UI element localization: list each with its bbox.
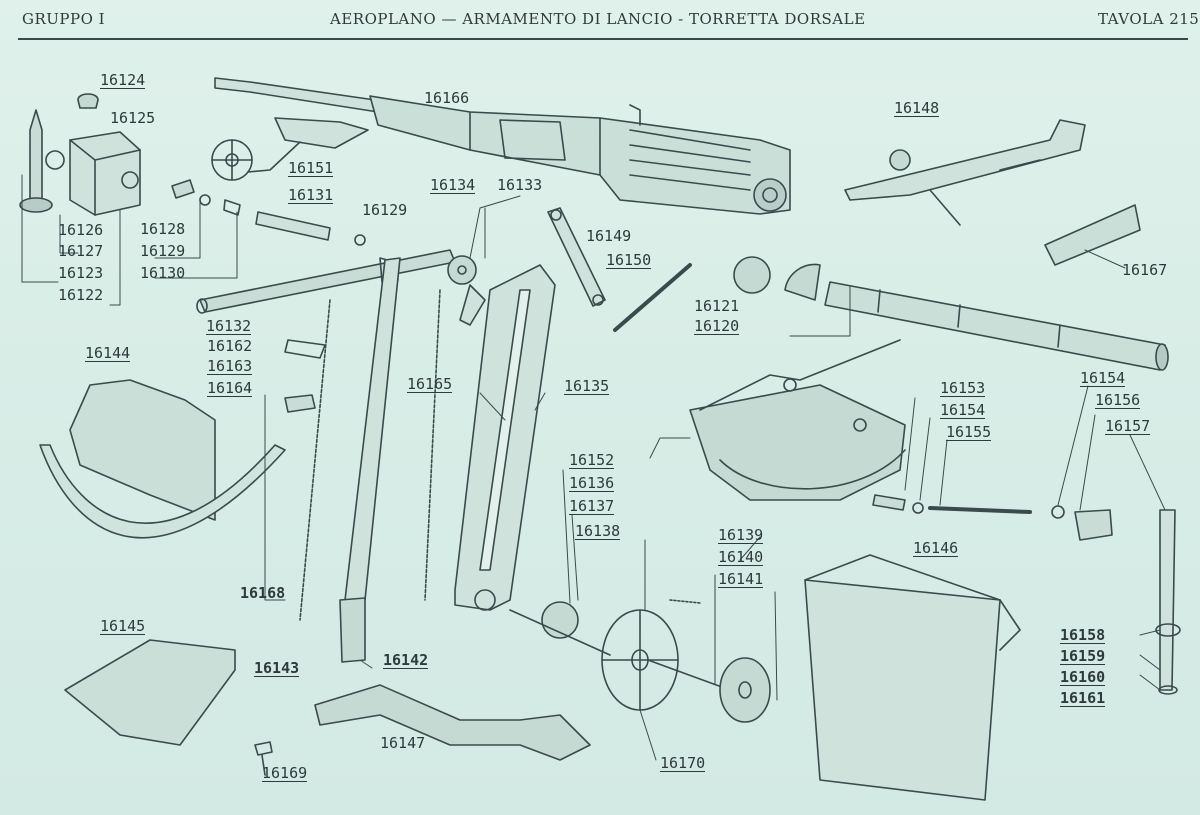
part-number-16165: 16165 [407, 375, 453, 393]
cocking-mechanism-drawing [19, 93, 141, 216]
leader-lines [21, 174, 1166, 761]
part-number-16129: 16129 [140, 242, 186, 260]
part-number-16151: 16151 [288, 159, 334, 177]
part-number-16169: 16169 [262, 764, 308, 782]
part-number-16135: 16135 [564, 377, 610, 395]
part-number-16153: 16153 [940, 379, 986, 397]
plate-title: AEROPLANO — ARMAMENTO DI LANCIO - TORRET… [330, 10, 866, 28]
vertical-column-drawing [299, 257, 401, 663]
part-number-16129-b: 16129 [362, 201, 408, 219]
part-number-16139: 16139 [718, 526, 764, 544]
ring-sight-drawing [211, 117, 369, 181]
part-number-16125: 16125 [110, 109, 156, 127]
shield-plate-drawing [39, 379, 286, 539]
group-label: GRUPPO I [22, 10, 106, 28]
belt-guide-drawing [64, 639, 236, 746]
ammo-belt-drawing [314, 684, 591, 761]
elevation-gear-drawing [733, 256, 1169, 371]
part-number-16145: 16145 [100, 617, 146, 635]
plate-number: TAVOLA 215 [1098, 10, 1200, 28]
part-number-16128: 16128 [140, 220, 186, 238]
ammo-box-drawing [804, 554, 1021, 801]
handwheel-drawing [601, 609, 731, 711]
part-number-16142: 16142 [383, 651, 429, 669]
cross-tube-drawing [196, 249, 456, 314]
levers-drawing [547, 207, 692, 332]
part-number-16141: 16141 [718, 570, 764, 588]
part-number-16137: 16137 [569, 497, 615, 515]
bolt-drawing [254, 741, 273, 776]
lower-sprocket-drawing [509, 601, 611, 656]
part-number-16123: 16123 [58, 264, 104, 282]
part-number-16154: 16154 [940, 401, 986, 419]
part-number-16157: 16157 [1105, 417, 1151, 435]
part-number-16121: 16121 [694, 297, 740, 315]
drive-shaft-drawing [1051, 505, 1181, 695]
mount-bracket-drawing [844, 119, 1086, 226]
part-number-16127: 16127 [58, 242, 104, 260]
part-number-16163: 16163 [207, 357, 253, 375]
part-number-16133: 16133 [497, 176, 543, 194]
part-number-16160: 16160 [1060, 668, 1106, 686]
part-number-16131: 16131 [288, 186, 334, 204]
machine-gun-drawing [214, 77, 791, 215]
small-pins-drawing [171, 179, 366, 246]
part-number-16152: 16152 [569, 451, 615, 469]
turret-platform-drawing [689, 339, 906, 501]
part-number-16136: 16136 [569, 474, 615, 492]
part-number-16158: 16158 [1060, 626, 1106, 644]
part-number-16147: 16147 [380, 734, 426, 752]
upper-sprocket-drawing [447, 255, 486, 326]
part-number-16124: 16124 [100, 71, 146, 89]
header-rule [18, 38, 1188, 40]
part-number-16143: 16143 [254, 659, 300, 677]
part-number-16120: 16120 [694, 317, 740, 335]
part-number-16162: 16162 [207, 337, 253, 355]
brake-disc-drawing [669, 599, 771, 723]
part-number-16146: 16146 [913, 539, 959, 557]
part-number-16148: 16148 [894, 99, 940, 117]
part-number-16155: 16155 [946, 423, 992, 441]
part-number-16122: 16122 [58, 286, 104, 304]
part-number-16150: 16150 [606, 251, 652, 269]
part-number-16126: 16126 [58, 221, 104, 239]
part-number-16159: 16159 [1060, 647, 1106, 665]
part-number-16156: 16156 [1095, 391, 1141, 409]
fittings-drawing [284, 339, 326, 413]
part-number-16130: 16130 [140, 264, 186, 282]
belt-segment-drawing [1044, 204, 1141, 266]
part-number-16149: 16149 [586, 227, 632, 245]
part-number-16154-b: 16154 [1080, 369, 1126, 387]
part-number-16166: 16166 [424, 89, 470, 107]
part-number-16168: 16168 [240, 584, 286, 602]
part-number-16134: 16134 [430, 176, 476, 194]
spring-rod-drawing [872, 494, 1032, 514]
part-number-16167: 16167 [1122, 261, 1168, 279]
part-number-16140: 16140 [718, 548, 764, 566]
part-number-16138: 16138 [575, 522, 621, 540]
part-number-16161: 16161 [1060, 689, 1106, 707]
part-number-16132: 16132 [206, 317, 252, 335]
chain-housing-drawing [424, 264, 556, 611]
part-number-16144: 16144 [85, 344, 131, 362]
part-number-16170: 16170 [660, 754, 706, 772]
part-number-16164: 16164 [207, 379, 253, 397]
